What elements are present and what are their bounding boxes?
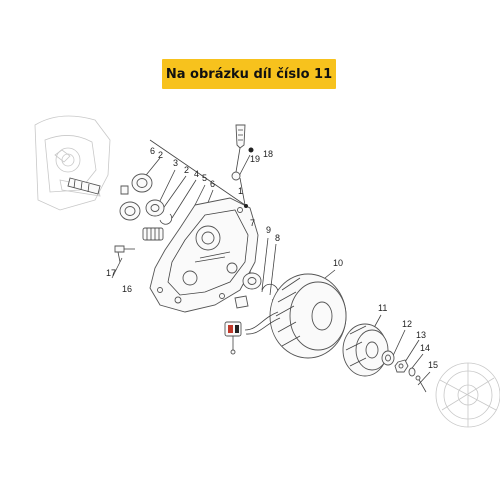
callout-19: 19 bbox=[250, 154, 260, 164]
leader-lines bbox=[111, 139, 431, 386]
callout-17: 17 bbox=[106, 268, 116, 278]
callout-12: 12 bbox=[402, 319, 412, 329]
bearing-left-upper bbox=[131, 173, 153, 193]
part-number-banner: Na obrázku díl číslo 11 bbox=[162, 59, 336, 89]
callout-1: 1 bbox=[238, 186, 243, 196]
callout-3: 3 bbox=[173, 158, 178, 168]
bearing-left-lower bbox=[119, 201, 141, 221]
small-bushing bbox=[120, 185, 129, 195]
circlip bbox=[159, 213, 173, 225]
callout-labels: 6 2 3 2 4 5 6 1 18 19 7 9 8 10 11 12 13 … bbox=[106, 146, 438, 370]
crankshaft-end bbox=[67, 177, 101, 195]
callout-8: 8 bbox=[275, 233, 280, 243]
callout-2b: 2 bbox=[184, 165, 189, 175]
nut bbox=[394, 359, 409, 373]
callout-15: 15 bbox=[428, 360, 438, 370]
ghost-engine-block bbox=[34, 115, 111, 211]
washer bbox=[381, 350, 395, 366]
callout-10: 10 bbox=[333, 258, 343, 268]
callout-16: 16 bbox=[122, 284, 132, 294]
screw bbox=[415, 375, 427, 393]
ghost-cooling-fan bbox=[435, 362, 500, 428]
callout-18: 18 bbox=[263, 149, 273, 159]
bearing-middle bbox=[145, 199, 165, 217]
callout-7: 7 bbox=[250, 218, 255, 228]
bolt-small bbox=[114, 245, 135, 253]
callout-13: 13 bbox=[416, 330, 426, 340]
crankcase-cover bbox=[149, 197, 259, 313]
callout-4: 4 bbox=[194, 169, 199, 179]
dipstick bbox=[231, 124, 246, 181]
stator-wiring bbox=[224, 311, 281, 355]
lock-washer bbox=[408, 367, 416, 377]
needle-bearing bbox=[142, 227, 164, 241]
marker-dot-1 bbox=[244, 204, 248, 208]
marker-dot-18 bbox=[248, 147, 254, 153]
callout-5: 5 bbox=[202, 173, 207, 183]
callout-11: 11 bbox=[378, 303, 387, 313]
callout-2a: 2 bbox=[158, 150, 163, 160]
callout-6b: 6 bbox=[210, 179, 215, 189]
callout-9: 9 bbox=[266, 225, 271, 235]
dowel bbox=[234, 295, 249, 309]
callout-6a: 6 bbox=[150, 146, 155, 156]
stator bbox=[269, 273, 347, 359]
bearing-7 bbox=[242, 272, 262, 290]
flywheel-rotor bbox=[342, 323, 389, 377]
callout-14: 14 bbox=[420, 343, 430, 353]
